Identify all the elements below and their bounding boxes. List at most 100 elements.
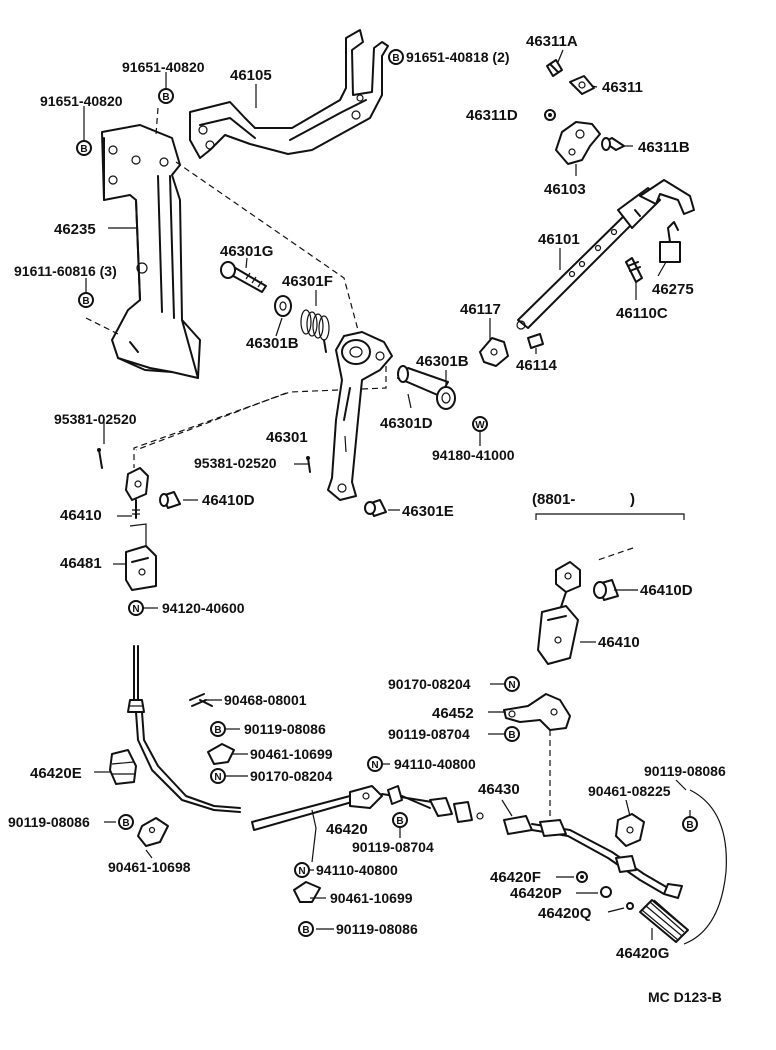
return-spring-46420G <box>639 899 689 943</box>
clamp-90461-08225 <box>615 813 645 847</box>
collar-46301D <box>397 365 449 397</box>
bolt-46410D-left <box>159 491 181 509</box>
bolt-46410D-right <box>593 579 619 601</box>
symbol-bolt: B <box>392 812 408 828</box>
bushing-46301B-right <box>436 386 456 410</box>
label-46452: 46452 <box>432 705 474 722</box>
symbol-bolt: B <box>118 814 134 830</box>
label-91651-40820-b: 91651-40820 <box>40 93 123 109</box>
label-46410D-b: 46410D <box>640 582 693 599</box>
bracket-46105 <box>189 29 389 159</box>
label-46311B: 46311B <box>638 139 690 156</box>
label-90119-08704-b: 90119-08704 <box>352 839 434 855</box>
label-46410-a: 46410 <box>60 507 102 524</box>
label-91611-60816: 91611-60816 (3) <box>14 263 117 279</box>
svg-text:B: B <box>214 725 221 736</box>
label-46430: 46430 <box>478 781 520 798</box>
bolt-46301E <box>364 499 387 517</box>
label-46410D-a: 46410D <box>202 492 255 509</box>
label-46301F: 46301F <box>282 273 333 290</box>
label-46301G: 46301G <box>220 243 273 260</box>
clevis-46481 <box>125 523 157 591</box>
label-range-close: ) <box>630 491 635 508</box>
label-90119-08086-r: 90119-08086 <box>644 763 726 779</box>
label-90170-08204-b: 90170-08204 <box>250 768 333 784</box>
part-labels: 46311A 91651-40818 (2) 91651-40820 46105… <box>8 33 726 1005</box>
svg-text:N: N <box>508 680 515 691</box>
label-46420P: 46420P <box>510 885 562 902</box>
symbol-bolt: B <box>78 292 94 308</box>
symbol-nut: N <box>210 768 226 784</box>
symbol-nut: N <box>367 756 383 772</box>
label-90461-08225: 90461-08225 <box>588 783 671 799</box>
tag-46275 <box>659 221 681 263</box>
symbol-nut: N <box>128 600 144 616</box>
svg-text:B: B <box>162 92 169 103</box>
front-cable-46420E <box>127 645 241 813</box>
label-90119-08086-l: 90119-08086 <box>8 814 90 830</box>
label-90119-08086-a: 90119-08086 <box>244 721 326 737</box>
label-46311A: 46311A <box>526 33 578 50</box>
symbol-nut: N <box>504 676 520 692</box>
cable-46430 <box>476 812 683 899</box>
svg-text:N: N <box>298 866 305 877</box>
label-46275: 46275 <box>652 281 694 298</box>
range-bracket <box>535 513 685 520</box>
svg-text:N: N <box>132 604 139 615</box>
label-46105: 46105 <box>230 67 272 84</box>
label-46420E: 46420E <box>30 765 82 782</box>
label-46311: 46311 <box>602 79 643 96</box>
svg-text:B: B <box>396 816 403 827</box>
lever-46301 <box>327 331 393 501</box>
clip-46117 <box>479 337 509 367</box>
svg-text:N: N <box>214 772 221 783</box>
label-46101: 46101 <box>538 231 580 248</box>
outline-curve <box>683 789 727 945</box>
bolt-46311B <box>601 137 625 151</box>
label-46301E: 46301E <box>402 503 454 520</box>
label-90461-10698: 90461-10698 <box>108 859 191 875</box>
svg-text:N: N <box>371 760 378 771</box>
symbol-bolt: B <box>504 726 520 742</box>
svg-text:B: B <box>82 296 89 307</box>
label-46420Q: 46420Q <box>538 905 592 922</box>
equalizer-46420 <box>251 785 473 831</box>
label-46235: 46235 <box>54 221 96 238</box>
symbol-bolt: B <box>158 88 174 104</box>
symbol-bolt: B <box>388 49 404 65</box>
label-90461-10699-b: 90461-10699 <box>330 890 413 906</box>
label-46103: 46103 <box>544 181 586 198</box>
bushing-46301B-left <box>274 295 292 317</box>
diagram-code: MC D123-B <box>648 989 722 1005</box>
label-94180-41000: 94180-41000 <box>432 447 515 463</box>
label-46301B-b: 46301B <box>416 353 469 370</box>
pin-46114 <box>527 333 544 349</box>
svg-text:W: W <box>475 420 485 431</box>
symbol-washer: W <box>472 416 488 432</box>
fastener-symbols: B B B B W N N B B N N B B B N B <box>76 49 698 937</box>
label-95381-02520-a: 95381-02520 <box>54 411 137 427</box>
label-91651-40820-a: 91651-40820 <box>122 59 205 75</box>
svg-text:B: B <box>686 820 693 831</box>
label-95381-02520-b: 95381-02520 <box>194 455 277 471</box>
spring-46301F <box>300 309 330 353</box>
bracket-46235 <box>101 124 201 379</box>
control-rod-46101 <box>516 179 695 330</box>
clevis-46410-left <box>125 467 149 519</box>
label-90468-08001: 90468-08001 <box>224 692 307 708</box>
label-range: (8801- <box>532 491 575 508</box>
label-46110C: 46110C <box>616 305 668 322</box>
label-90170-08204: 90170-08204 <box>388 676 471 692</box>
pin-46110C <box>625 257 643 283</box>
pin-95381-02520 <box>97 448 311 473</box>
label-46420F: 46420F <box>490 869 541 886</box>
symbol-nut: N <box>294 862 310 878</box>
label-46301: 46301 <box>266 429 308 446</box>
clips-misc <box>189 693 321 903</box>
washer-46311D <box>544 109 556 121</box>
clip-46311 <box>569 75 595 95</box>
svg-text:B: B <box>80 144 87 155</box>
label-46114: 46114 <box>516 357 558 374</box>
label-46420G: 46420G <box>616 945 669 962</box>
symbol-bolt: B <box>210 721 226 737</box>
